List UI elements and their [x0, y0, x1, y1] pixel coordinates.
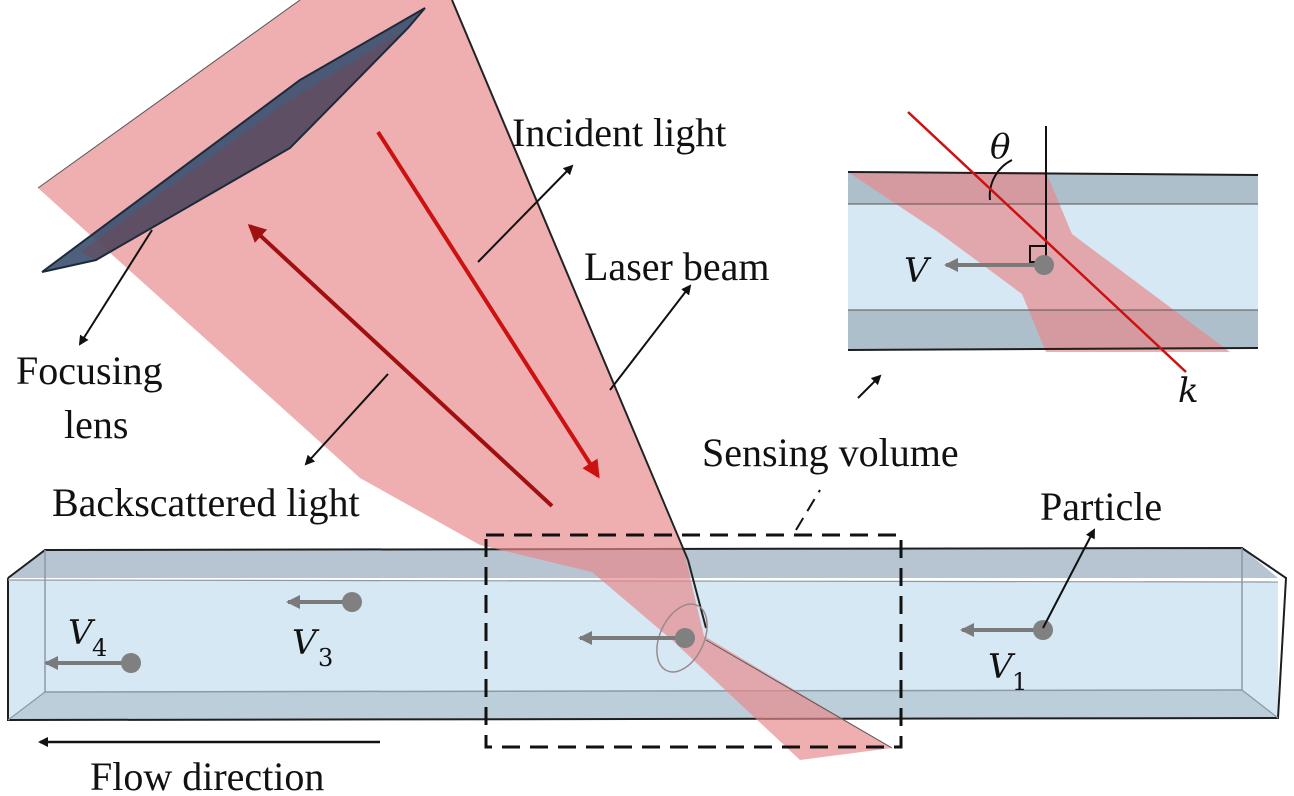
focusing-lens-label-line2: lens: [64, 402, 128, 447]
inset-detail: [847, 111, 1259, 373]
zoom-arrow-left: [857, 374, 882, 399]
incident-light-leader: [477, 164, 574, 263]
backscattered-light-leader: [304, 373, 389, 466]
sensing-volume-box: [484, 533, 903, 749]
incident-light-label: Incident light: [512, 110, 726, 155]
v1-symbol: V: [988, 647, 1016, 687]
laser-beam-leader: [609, 284, 692, 391]
laser-beam-label: Laser beam: [584, 244, 769, 289]
v3-subscript: 3: [318, 644, 333, 672]
backscattered-light-label: Backscattered light: [52, 480, 360, 525]
flow-direction-label: Flow direction: [90, 754, 324, 796]
particle-v3: [286, 592, 362, 612]
sensing-volume-leader: [795, 489, 821, 531]
wave-vector-line: [907, 111, 1187, 373]
backscattered-light-arrow: [247, 223, 554, 508]
v3-symbol: V: [292, 623, 320, 663]
incident-light-arrow: [376, 130, 600, 479]
particle-v1: [960, 620, 1053, 640]
sensing-volume-label: Sensing volume: [702, 430, 959, 475]
particle-leader: [1042, 528, 1095, 629]
v4-subscript: 4: [92, 634, 107, 662]
focusing-lens-leader: [78, 229, 153, 346]
particle-center: [578, 628, 695, 648]
laser-beam: [37, 0, 893, 760]
particle-label: Particle: [1040, 484, 1162, 529]
focusing-lens: [41, 7, 426, 273]
theta-symbol: θ: [990, 127, 1010, 167]
particle-v4: [44, 653, 141, 673]
inset-velocity-symbol: V: [904, 251, 932, 291]
wave-vector-symbol: k: [1178, 371, 1199, 411]
flow-channel: [7, 546, 1288, 722]
v4-symbol: V: [68, 613, 96, 653]
v1-subscript: 1: [1012, 668, 1027, 696]
focusing-lens-label-line1: Focusing: [16, 348, 163, 393]
